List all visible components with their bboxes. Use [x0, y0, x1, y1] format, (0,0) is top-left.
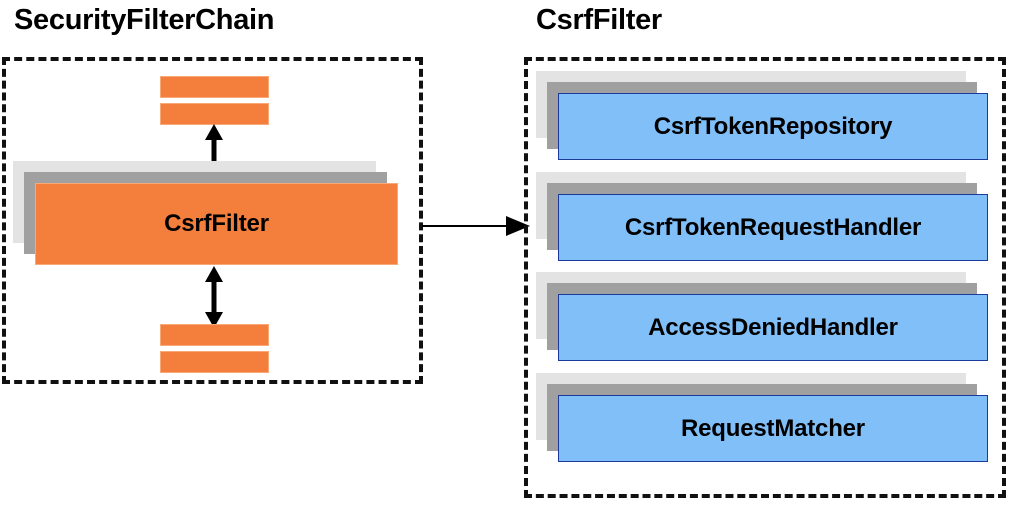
component-box-csrf-token-request-handler[interactable]: CsrfTokenRequestHandler	[536, 172, 988, 261]
component-box-request-matcher[interactable]: RequestMatcher	[536, 373, 988, 462]
arrow-up-down-bottom	[201, 266, 227, 328]
component-box-access-denied-handler[interactable]: AccessDeniedHandler	[536, 272, 988, 361]
security-filter-chain-panel	[2, 57, 423, 384]
filter-bar-top-2	[160, 103, 269, 125]
component-box-face: CsrfTokenRequestHandler	[558, 194, 988, 261]
component-box-face: AccessDeniedHandler	[558, 294, 988, 361]
csrf-filter-box-label: CsrfFilter	[164, 210, 269, 237]
component-box-csrf-token-repository[interactable]: CsrfTokenRepository	[536, 71, 988, 160]
filter-bar-top-1	[160, 76, 269, 98]
filter-bar-bottom-2	[160, 351, 269, 373]
filter-bar-bottom-1	[160, 324, 269, 346]
component-box-face: CsrfTokenRepository	[558, 93, 988, 160]
component-box-label: CsrfTokenRequestHandler	[624, 213, 922, 241]
csrf-filter-panel	[524, 57, 1006, 498]
component-box-label: AccessDeniedHandler	[648, 313, 898, 341]
arrow-left-to-right	[422, 213, 530, 239]
csrf-filter-box-face: CsrfFilter	[35, 183, 398, 265]
component-box-label: CsrfTokenRepository	[653, 112, 893, 140]
csrf-filter-box[interactable]: CsrfFilter	[13, 161, 398, 265]
page-title-csrf-filter: CsrfFilter	[536, 4, 662, 36]
page-title-security-filter-chain: SecurityFilterChain	[14, 4, 275, 36]
component-box-face: RequestMatcher	[558, 395, 988, 462]
component-box-label: RequestMatcher	[681, 414, 865, 442]
